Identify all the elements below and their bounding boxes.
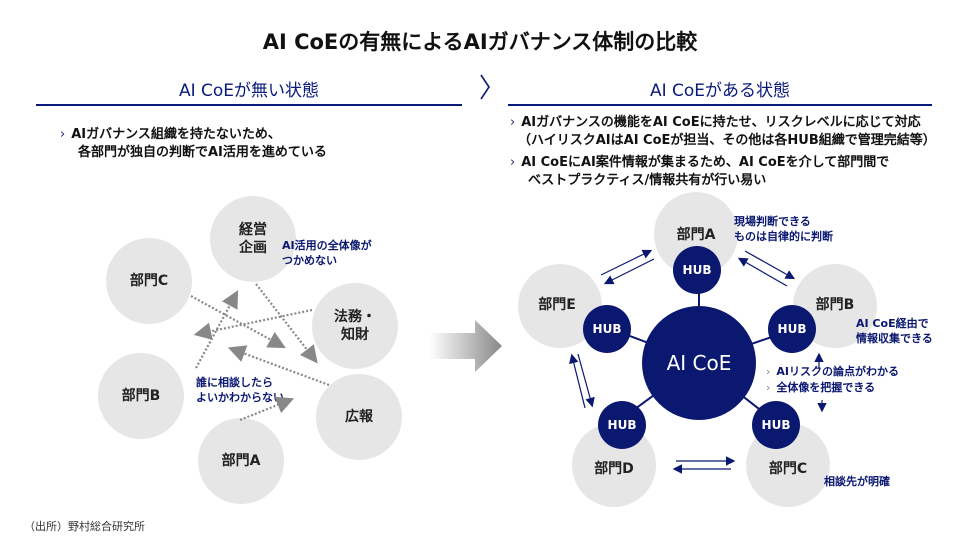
hub-node-a: HUB xyxy=(673,246,721,294)
hub-node-d: HUB xyxy=(598,401,646,449)
dotted-arrow xyxy=(239,396,295,422)
ai-coe-center: AI CoE xyxy=(642,306,756,420)
bullet-chevron-icon: › xyxy=(60,127,66,142)
left-bullet: ›AIガバナンス組織を持たないため、 各部門が独自の判断でAI活用を進めている xyxy=(60,127,327,160)
node-bumon-a-left: 部門A xyxy=(198,418,284,504)
left-heading-underline xyxy=(36,104,462,106)
node-keiei-kikaku: 経営 企画 xyxy=(210,196,296,282)
right-heading-underline xyxy=(508,104,932,106)
dotted-arrow xyxy=(227,345,330,387)
exchange-arrow xyxy=(569,353,586,409)
right-bullet-1: ›AIガバナンスの機能をAI CoEに持たせ、リスクレベルに応じて対応 （ハイリ… xyxy=(510,115,936,148)
hub-node-c: HUB xyxy=(752,401,800,449)
node-houmu-chizai: 法務・ 知財 xyxy=(312,283,398,369)
right-section-heading: AI CoEがある状態 xyxy=(649,81,791,101)
note-risk-points: ›AIリスクの論点がわかる xyxy=(766,365,900,378)
node-bumon-c-left: 部門C xyxy=(106,238,192,324)
exchange-arrow xyxy=(737,257,788,287)
left-section-heading: AI CoEが無い状態 xyxy=(178,81,320,101)
hub-node-b: HUB xyxy=(768,305,816,353)
exchange-arrow xyxy=(600,249,653,276)
dotted-arrow xyxy=(255,283,318,364)
note-chevron-icon: › xyxy=(766,381,771,394)
note-autonomous: 現場判断できる ものは自律的に判断 xyxy=(734,215,833,243)
source-note: （出所）野村総合研究所 xyxy=(24,520,145,533)
right-bullet-2: ›AI CoEにAI案件情報が集まるため、AI CoEを介して部門間で ベストプ… xyxy=(510,155,890,188)
note-clear-contact: 相談先が明確 xyxy=(824,475,890,488)
exchange-arrow xyxy=(603,258,655,285)
hub-node-e: HUB xyxy=(583,305,631,353)
note-consult-unclear: 誰に相談したら よいかわからない xyxy=(196,376,284,404)
node-bumon-d-right: 部門D xyxy=(572,423,656,507)
note-via-coe: AI CoE経由で 情報収集できる xyxy=(856,317,933,345)
dotted-arrow xyxy=(193,308,313,340)
exchange-arrow xyxy=(744,250,796,280)
node-kouhou: 広報 xyxy=(316,374,402,460)
exchange-arrow xyxy=(577,353,595,408)
note-chevron-icon: › xyxy=(766,365,771,378)
node-bumon-b-left: 部門B xyxy=(98,353,184,439)
bullet-chevron-icon: › xyxy=(510,115,516,130)
transition-arrow-icon xyxy=(430,320,502,372)
section-chevron-icon xyxy=(478,72,492,106)
page-title: AI CoEの有無によるAIガバナンス体制の比較 xyxy=(262,30,698,54)
note-overview: ›全体像を把握できる xyxy=(766,381,876,394)
note-overall-unclear: AI活用の全体像が つかめない xyxy=(282,239,372,267)
dotted-arrow xyxy=(190,295,286,349)
bullet-chevron-icon: › xyxy=(510,155,516,170)
